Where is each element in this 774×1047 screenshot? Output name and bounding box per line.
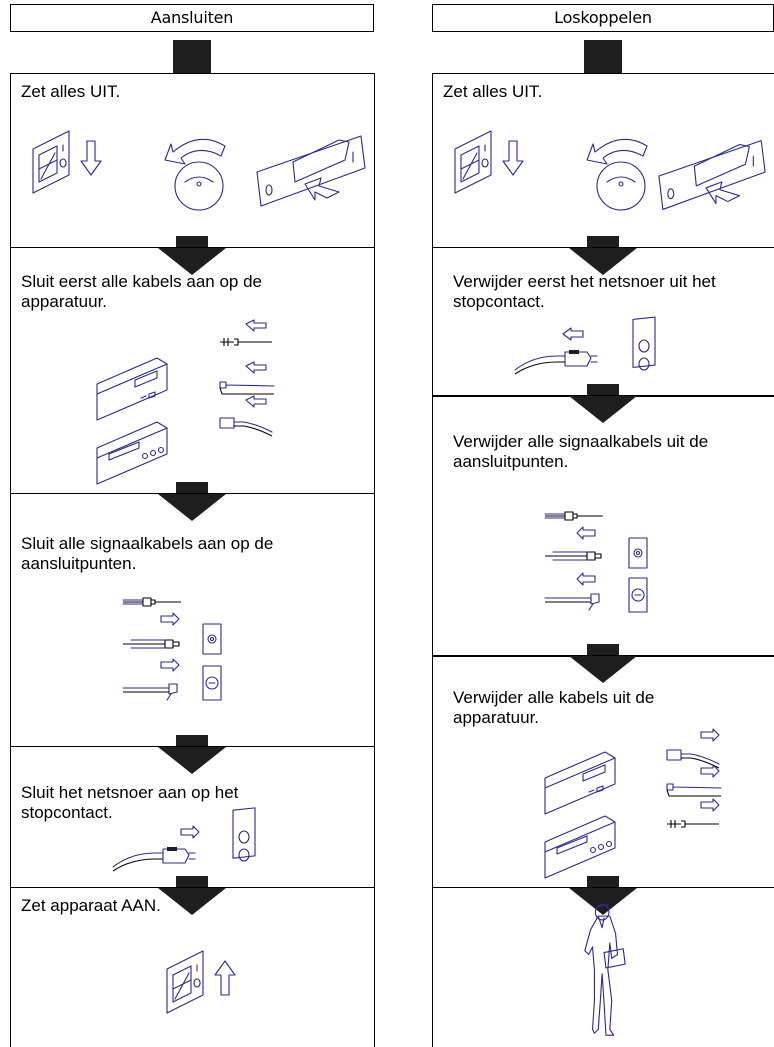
left-column-title: Aansluiten: [10, 4, 374, 32]
device-stack-icon: [95, 350, 205, 490]
right-step-1: Zet alles UIT.: [432, 73, 774, 248]
left-step-arrow-4: [158, 876, 226, 915]
right-step-2-text: Verwijder eerst het netsnoer uit het sto…: [453, 272, 716, 311]
left-step-arrow-3: [158, 735, 226, 774]
signal-cable-disconnect-icon: [543, 504, 663, 624]
power-cord-unplug-icon: [513, 320, 673, 400]
left-step-3: Sluit alle signaalkabels aan op de aansl…: [10, 493, 375, 747]
power-switch-icon: [449, 126, 539, 198]
dial-knob-icon: [159, 124, 239, 214]
left-step-1-text: Zet alles UIT.: [21, 82, 121, 101]
device-stack-icon: [543, 744, 653, 884]
right-step-5: [432, 887, 774, 1047]
left-step-2-text: Sluit eerst alle kabels aan op de appara…: [21, 272, 262, 311]
left-header-tab: [173, 40, 211, 74]
right-step-4: Verwijder alle kabels uit de apparatuur.: [432, 655, 774, 888]
right-step-arrow-1: [569, 236, 637, 275]
right-step-arrow-4: [569, 876, 637, 915]
right-step-3: Verwijder alle signaalkabels uit de aans…: [432, 395, 774, 657]
right-header-tab: [584, 40, 622, 74]
left-step-arrow-2: [158, 482, 226, 521]
person-carrying-icon: [581, 894, 629, 1040]
left-step-1: Zet alles UIT.: [10, 73, 375, 248]
left-step-4-text: Sluit het netsnoer aan op het stopcontac…: [21, 783, 239, 822]
rocker-switch-icon: [655, 136, 773, 216]
signal-cable-connectors-icon: [121, 590, 241, 720]
rocker-switch-icon: [253, 132, 373, 212]
cable-unplug-icon: [663, 728, 733, 838]
left-step-5-text: Zet apparaat AAN.: [21, 896, 161, 915]
left-step-3-text: Sluit alle signaalkabels aan op de aansl…: [21, 534, 274, 573]
left-step-4: Sluit het netsnoer aan op het stopcontac…: [10, 746, 375, 888]
right-step-3-text: Verwijder alle signaalkabels uit de aans…: [453, 432, 709, 471]
right-column-title: Loskoppelen: [432, 4, 774, 32]
right-step-4-text: Verwijder alle kabels uit de apparatuur.: [453, 688, 655, 727]
right-step-1-text: Zet alles UIT.: [443, 82, 543, 101]
right-step-arrow-3: [569, 644, 637, 683]
power-switch-on-icon: [161, 946, 251, 1018]
power-switch-icon: [27, 126, 117, 198]
right-step-2: Verwijder eerst het netsnoer uit het sto…: [432, 247, 774, 397]
dial-knob-icon: [581, 124, 661, 214]
left-step-2: Sluit eerst alle kabels aan op de appara…: [10, 247, 375, 494]
power-cord-icon: [111, 819, 271, 889]
cable-plug-icon: [216, 320, 286, 450]
right-step-arrow-2: [569, 384, 637, 423]
left-step-arrow-1: [158, 236, 226, 275]
left-step-5: Zet apparaat AAN.: [10, 887, 375, 1047]
